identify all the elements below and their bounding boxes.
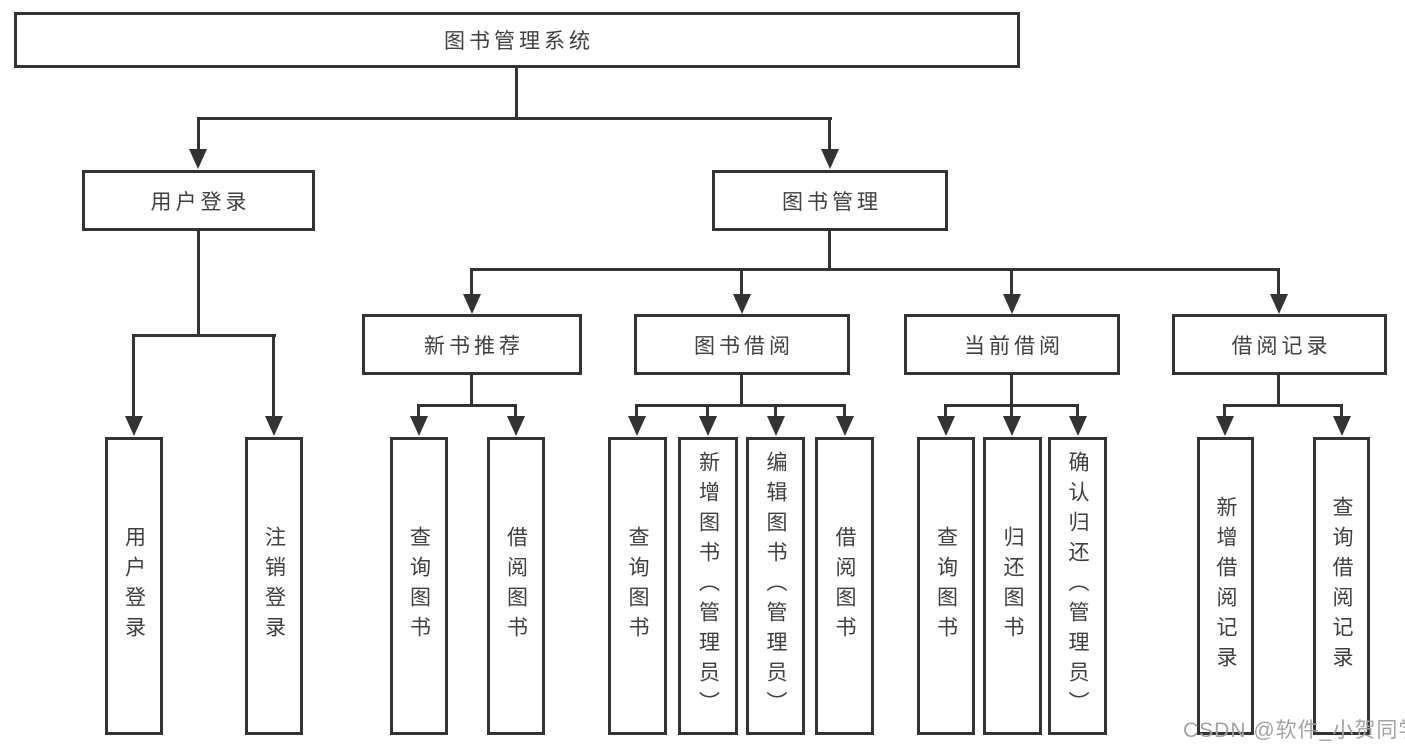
connector-vline bbox=[1277, 375, 1280, 407]
connector-stub bbox=[470, 268, 473, 296]
connector-stub bbox=[740, 268, 743, 296]
arrow-down-icon bbox=[125, 416, 143, 436]
node-book-borrow: 图书借阅 bbox=[634, 314, 850, 375]
node-query-books-current: 查询图书 bbox=[917, 437, 975, 735]
arrow-down-icon bbox=[1069, 416, 1087, 436]
connector-stub bbox=[828, 117, 831, 151]
connector-stub bbox=[514, 404, 517, 418]
connector-stub bbox=[1277, 268, 1280, 296]
node-new-book-recommend: 新书推荐 bbox=[362, 314, 582, 375]
arrow-down-icon bbox=[628, 416, 646, 436]
connector-vline bbox=[197, 231, 200, 337]
node-logout: 注销登录 bbox=[245, 437, 303, 735]
connector-stub bbox=[1223, 404, 1226, 418]
connector-hline bbox=[133, 334, 276, 337]
connector-stub bbox=[417, 404, 420, 418]
node-borrow-books-recommend: 借阅图书 bbox=[487, 437, 545, 735]
connector-vline bbox=[515, 67, 518, 119]
connector-stub bbox=[197, 117, 200, 151]
arrow-down-icon bbox=[836, 416, 854, 436]
arrow-down-icon bbox=[1216, 416, 1234, 436]
connector-hline bbox=[197, 117, 832, 120]
arrow-down-icon bbox=[1270, 294, 1288, 314]
node-return-book: 归还图书 bbox=[983, 437, 1042, 735]
node-borrow-records: 借阅记录 bbox=[1172, 314, 1387, 375]
connector-hline bbox=[471, 268, 1280, 271]
connector-stub bbox=[132, 334, 135, 418]
connector-stub bbox=[272, 334, 275, 418]
arrow-down-icon bbox=[410, 416, 428, 436]
connector-stub bbox=[1076, 404, 1079, 418]
node-login: 用户登录 bbox=[105, 437, 163, 735]
connector-stub bbox=[843, 404, 846, 418]
node-query-books-recommend: 查询图书 bbox=[390, 437, 448, 735]
arrow-down-icon bbox=[1333, 416, 1351, 436]
arrow-down-icon bbox=[937, 416, 955, 436]
arrow-down-icon bbox=[821, 149, 839, 169]
node-library-system: 图书管理系统 bbox=[14, 12, 1020, 68]
connector-vline bbox=[470, 375, 473, 407]
connector-stub bbox=[944, 404, 947, 418]
node-current-borrow: 当前借阅 bbox=[904, 314, 1120, 375]
connector-vline bbox=[740, 375, 743, 407]
node-add-book-admin: 新增图书（管理员） bbox=[678, 437, 738, 735]
arrow-down-icon bbox=[507, 416, 525, 436]
arrow-down-icon bbox=[767, 416, 785, 436]
connector-vline bbox=[1010, 375, 1013, 407]
node-book-management: 图书管理 bbox=[712, 170, 948, 231]
connector-stub bbox=[1010, 404, 1013, 418]
connector-stub bbox=[1010, 268, 1013, 296]
node-user-login: 用户登录 bbox=[82, 170, 315, 231]
arrow-down-icon bbox=[265, 416, 283, 436]
node-edit-book-admin: 编辑图书（管理员） bbox=[746, 437, 805, 735]
node-query-borrow-record: 查询借阅记录 bbox=[1313, 437, 1370, 735]
connector-hline bbox=[636, 404, 846, 407]
connector-stub bbox=[1340, 404, 1343, 418]
connector-hline bbox=[1224, 404, 1343, 407]
node-confirm-return-admin: 确认归还（管理员） bbox=[1048, 437, 1107, 735]
connector-vline bbox=[828, 231, 831, 270]
arrow-down-icon bbox=[1003, 416, 1021, 436]
node-borrow-books: 借阅图书 bbox=[815, 437, 874, 735]
arrow-down-icon bbox=[1003, 294, 1021, 314]
arrow-down-icon bbox=[699, 416, 717, 436]
arrow-down-icon bbox=[189, 149, 207, 169]
arrow-down-icon bbox=[463, 294, 481, 314]
arrow-down-icon bbox=[733, 294, 751, 314]
watermark: CSDN @软件_小贺同学 bbox=[1183, 719, 1405, 742]
connector-hline bbox=[418, 404, 517, 407]
connector-stub bbox=[706, 404, 709, 418]
connector-stub bbox=[635, 404, 638, 418]
node-query-books-borrow: 查询图书 bbox=[608, 437, 667, 735]
connector-stub bbox=[774, 404, 777, 418]
node-add-borrow-record: 新增借阅记录 bbox=[1197, 437, 1254, 735]
